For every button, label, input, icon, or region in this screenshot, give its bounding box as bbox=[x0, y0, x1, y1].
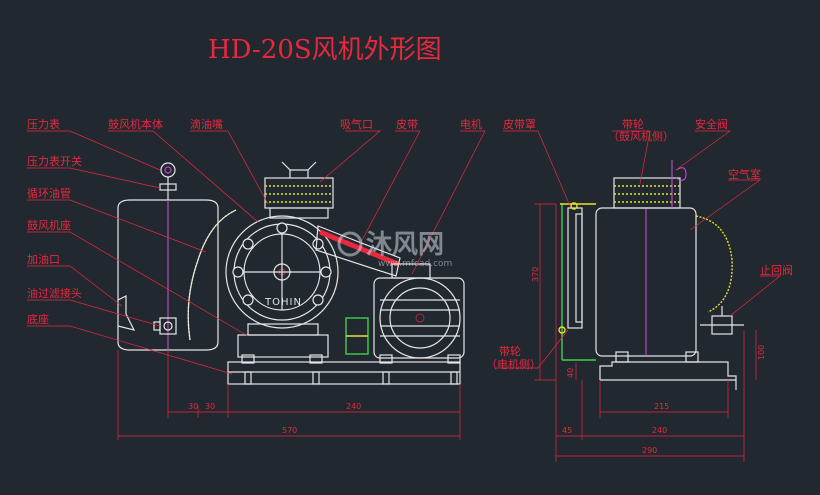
gauge-switch-valve bbox=[159, 183, 177, 191]
dimension-values: 30 30 240 570 370 45 240 215 290 100 40 bbox=[188, 267, 766, 455]
watermark-brand: 沐风网 bbox=[366, 230, 444, 260]
watermark: 沐风网 www.mfcad.com bbox=[337, 230, 452, 269]
label-oil-filter: 油过滤接头 bbox=[27, 286, 82, 300]
base-bolts bbox=[241, 354, 461, 385]
oil-tank bbox=[117, 162, 219, 351]
motor bbox=[345, 263, 465, 359]
label-oil-pipe: 循环油管 bbox=[27, 186, 71, 200]
label-oil-nozzle: 滴油嘴 bbox=[190, 117, 223, 131]
label-check-valve: 止回阀 bbox=[760, 263, 793, 277]
label-gauge-switch: 压力表开关 bbox=[27, 154, 82, 168]
side-view bbox=[558, 160, 744, 390]
label-blower-body: 鼓风机本体 bbox=[108, 117, 163, 131]
watermark-url: www.mfcad.com bbox=[378, 259, 452, 269]
side-base-channel bbox=[599, 361, 737, 390]
label-base: 底座 bbox=[27, 312, 49, 326]
safety-valve-icon bbox=[675, 167, 687, 181]
dimension-lines bbox=[117, 203, 757, 462]
dim-45: 45 bbox=[562, 426, 572, 435]
label-pulley-blower: 带轮 bbox=[622, 117, 644, 131]
label-safety-valve: 安全阀 bbox=[695, 117, 728, 131]
dim-30-a: 30 bbox=[188, 402, 198, 411]
blower-body: TOHIN bbox=[225, 215, 339, 329]
dim-290: 290 bbox=[642, 446, 657, 455]
label-pulley-motor-side: （电机侧） bbox=[486, 357, 541, 371]
annotation-labels: 压力表 鼓风机本体 滴油嘴 吸气口 皮带 电机 皮带罩 带轮 （鼓风机侧） 安全… bbox=[27, 117, 793, 371]
label-oil-filler: 加油口 bbox=[27, 252, 60, 266]
dim-240-front: 240 bbox=[346, 402, 361, 411]
intake-silencer bbox=[264, 161, 334, 219]
dim-240-side: 240 bbox=[652, 426, 667, 435]
dim-370: 370 bbox=[531, 267, 540, 282]
label-blower-seat: 鼓风机座 bbox=[27, 218, 71, 232]
dim-570: 570 bbox=[282, 426, 297, 435]
drawing-title: HD-20S风机外形图 bbox=[208, 35, 442, 65]
watermark-logo-icon bbox=[337, 231, 363, 257]
blower-nameplate: TOHIN bbox=[264, 297, 302, 308]
label-pulley-motor: 带轮 bbox=[499, 344, 521, 358]
dim-215: 215 bbox=[654, 402, 669, 411]
dim-100: 100 bbox=[757, 345, 766, 360]
blower-seat bbox=[237, 334, 329, 358]
label-motor: 电机 bbox=[460, 117, 482, 131]
label-air-chamber: 空气室 bbox=[728, 167, 761, 181]
side-oil-pipe bbox=[695, 215, 733, 313]
label-belt-cover: 皮带罩 bbox=[503, 118, 536, 131]
oil-filler-icon bbox=[117, 295, 136, 331]
motor-terminal-box bbox=[391, 263, 431, 279]
front-view: TOHIN bbox=[117, 161, 465, 385]
dim-30-b: 30 bbox=[205, 402, 215, 411]
label-air-intake: 吸气口 bbox=[340, 117, 373, 131]
pressure-gauge-icon bbox=[160, 162, 176, 178]
belt-pulley-side bbox=[567, 207, 583, 329]
dim-40: 40 bbox=[566, 368, 575, 378]
belt-guard bbox=[315, 225, 401, 277]
label-pulley-blower-side: （鼓风机侧） bbox=[608, 129, 674, 143]
label-pressure-gauge: 压力表 bbox=[27, 117, 60, 131]
base-plate bbox=[227, 361, 461, 385]
leader-lines bbox=[27, 130, 781, 375]
label-belt: 皮带 bbox=[396, 118, 418, 131]
side-intake-silencer bbox=[613, 177, 681, 209]
